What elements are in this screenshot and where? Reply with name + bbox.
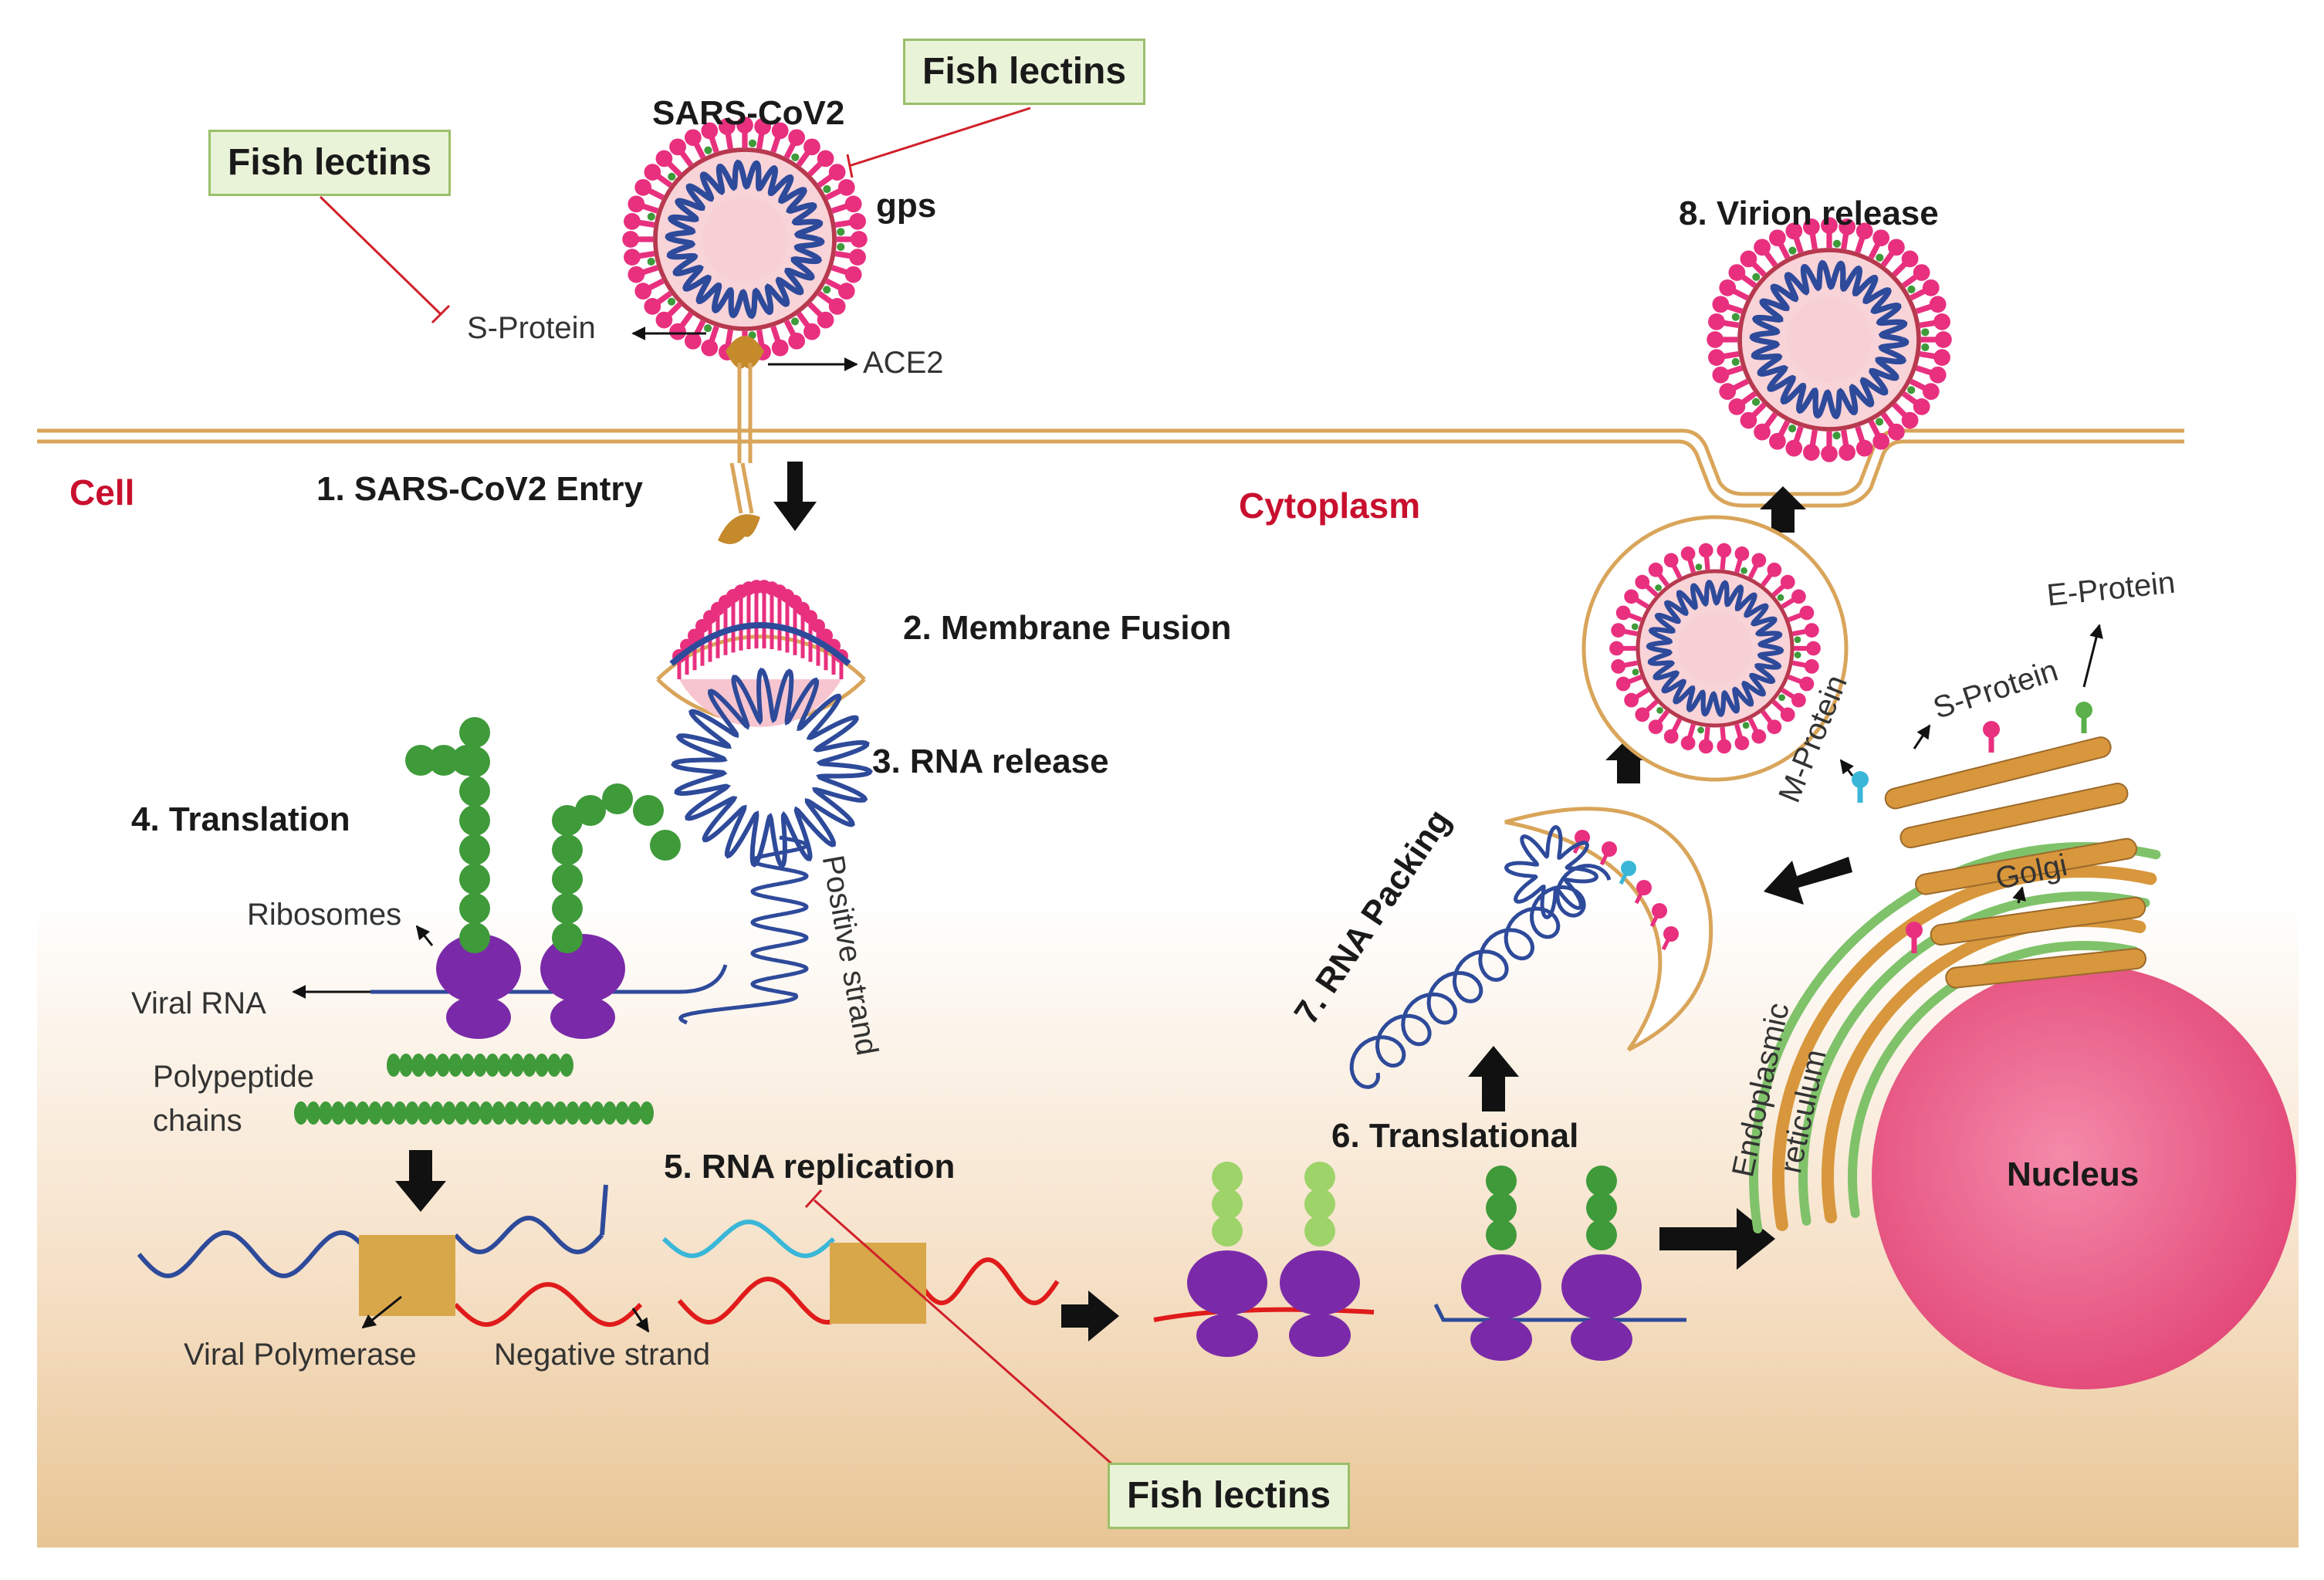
s-protein-golgi-label: S-Protein: [1929, 653, 2062, 726]
s-protein-top-label: S-Protein: [467, 311, 596, 345]
entry-arrow: [773, 462, 817, 531]
virus-title: SARS-CoV2: [652, 94, 845, 132]
rna-release-coil: [671, 668, 873, 868]
fish-lectins-top-left: Fish lectins: [208, 130, 452, 196]
cytoplasm-background: [37, 428, 2299, 1548]
step3-label: 3. RNA release: [872, 743, 1109, 780]
step8-label: 8. Virion release: [1679, 195, 1939, 232]
rna-packing: [1349, 486, 1852, 1089]
nucleus-label: Nucleus: [2007, 1155, 2140, 1193]
gps-label: gps: [876, 187, 937, 225]
translational-ribosomes: [1153, 1046, 1775, 1361]
chains-label: chains: [153, 1104, 242, 1138]
viral-polymerase-label: Viral Polymerase: [184, 1338, 417, 1372]
ribosomes-label: Ribosomes: [247, 898, 402, 932]
e-protein-label: E-Protein: [2045, 565, 2177, 613]
m-protein-label: M-Protein: [1772, 670, 1854, 807]
ace2-receptor-top: [631, 326, 858, 463]
organelles: [1748, 624, 2296, 1389]
ace2-label: ACE2: [863, 346, 944, 380]
cytoplasm-label: Cytoplasm: [1239, 486, 1421, 526]
positive-strand-spiral: [678, 835, 809, 1025]
polypeptide-label: Polypeptide: [153, 1060, 315, 1094]
translation-ribosomes: [292, 717, 728, 1212]
step5-label: 5. RNA replication: [664, 1148, 956, 1186]
assembled-virion-vesicle: [1581, 515, 1849, 782]
lectin-inhibition-lines: [319, 107, 1120, 1472]
virus-top: [622, 117, 868, 362]
fish-lectins-bottom: Fish lectins: [1108, 1463, 1351, 1529]
step7-label: 7. RNA Packing: [1287, 803, 1459, 1031]
step6-label: 6. Translational: [1331, 1117, 1579, 1155]
cell-label: Cell: [69, 472, 135, 513]
viral-rna-label: Viral RNA: [131, 986, 266, 1020]
ace2-receptor-entry: [718, 462, 760, 544]
positive-strand-label: Positive strand: [815, 852, 885, 1058]
golgi-label: Golgi: [1992, 848, 2071, 897]
step2-label: 2. Membrane Fusion: [903, 609, 1232, 647]
negative-strand-label: Negative strand: [494, 1338, 711, 1372]
step1-label: 1. SARS-CoV2 Entry: [316, 470, 643, 508]
released-virion: [1707, 217, 1952, 462]
fish-lectins-top-right: Fish lectins: [903, 39, 1146, 105]
reticulum-label: reticulum: [1774, 1046, 1833, 1176]
step4-label: 4. Translation: [131, 800, 350, 838]
